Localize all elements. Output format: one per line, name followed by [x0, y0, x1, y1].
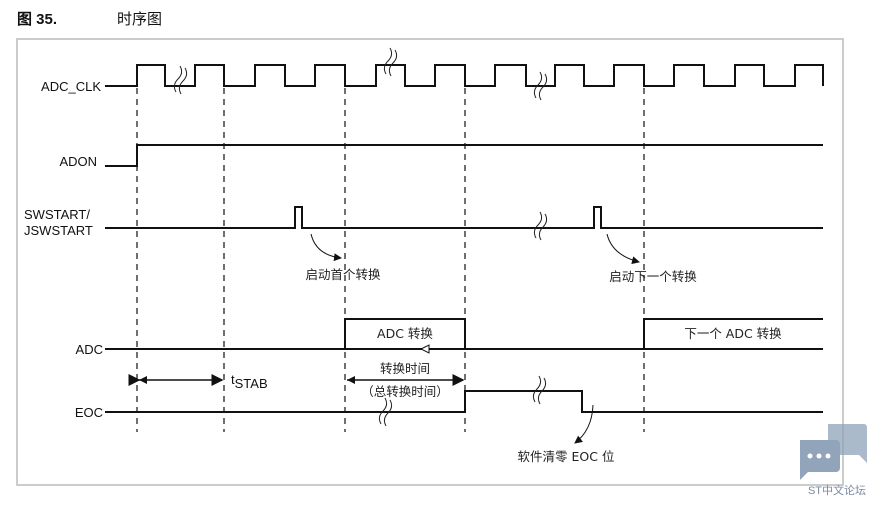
break-mark — [532, 375, 547, 405]
signal-eoc — [105, 390, 823, 413]
text-adc-conversion: ADC 转换 — [377, 326, 433, 341]
label-adc-clk: ADC_CLK — [41, 79, 101, 94]
signal-adc-clk — [105, 64, 824, 87]
break-mark — [173, 65, 188, 95]
break-marks — [173, 47, 548, 427]
label-jswstart: JSWSTART — [24, 223, 93, 238]
next-adc-conversion-box — [643, 318, 823, 349]
label-swstart: SWSTART/ — [24, 207, 90, 222]
arrow-start-next — [606, 233, 640, 265]
watermark-text: ST中文论坛 — [807, 485, 866, 497]
text-start-first: 启动首个转换 — [305, 267, 381, 282]
small-arrow-icon — [419, 344, 430, 354]
label-adon: ADON — [59, 154, 97, 169]
break-mark — [533, 71, 548, 101]
text-clear-eoc: 软件清零 EOC 位 — [518, 449, 615, 464]
tstab-label: tSTAB — [231, 372, 268, 391]
break-mark — [378, 397, 393, 427]
break-mark — [533, 211, 548, 241]
chat-bubble-icon — [800, 424, 867, 480]
text-start-next: 启动下一个转换 — [609, 269, 697, 284]
label-eoc: EOC — [75, 405, 103, 420]
tstab-t: t — [231, 372, 235, 387]
tstab-sub: STAB — [235, 376, 268, 391]
tstab-arrow-left-head — [139, 376, 147, 384]
diagram-frame — [16, 38, 844, 486]
arrow-clear-eoc — [574, 404, 594, 444]
label-adc: ADC — [76, 342, 103, 357]
figure-number: 图 35. — [17, 11, 58, 28]
adc-conversion-box — [344, 318, 466, 349]
signal-adon — [105, 144, 823, 167]
arrow-start-first — [310, 233, 342, 262]
text-conversion-time: 转换时间 — [380, 361, 430, 376]
conversion-arrow-left-head — [347, 376, 355, 384]
break-mark — [383, 47, 398, 77]
text-total-conversion-time: （总转换时间） — [361, 384, 449, 399]
text-next-adc-conversion: 下一个 ADC 转换 — [684, 326, 782, 341]
figure-title: 时序图 — [117, 11, 163, 28]
signal-swstart — [105, 206, 823, 229]
